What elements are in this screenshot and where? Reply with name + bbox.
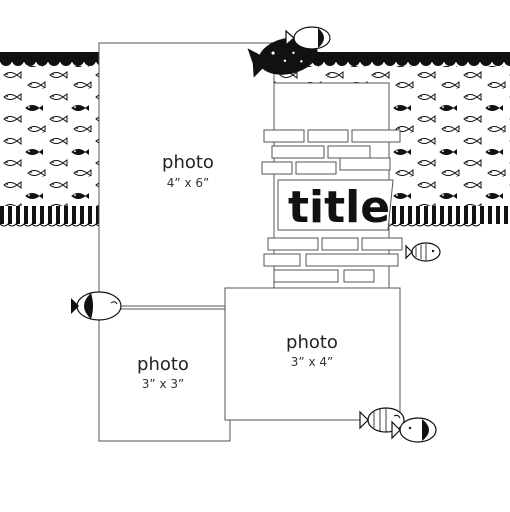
title-text: title — [288, 182, 390, 233]
brick-stack — [261, 129, 403, 283]
photo-3x3-size: 3” x 3” — [142, 377, 184, 391]
photo-3x3-label: photo — [137, 354, 189, 375]
photo-4x6-size: 4” x 6” — [167, 176, 209, 190]
fish-icon — [405, 242, 441, 262]
photo-3x4-label: photo — [286, 332, 338, 353]
photo-3x4-size: 3” x 4” — [291, 355, 333, 369]
photo-4x6-slot[interactable]: photo 4” x 6” — [98, 42, 275, 307]
fish-icon — [71, 291, 122, 321]
fish-icon — [391, 417, 437, 443]
photo-4x6-label: photo — [162, 152, 214, 173]
title-tag[interactable]: title — [277, 179, 394, 233]
photo-3x3-slot[interactable]: photo 3” x 3” — [98, 308, 231, 442]
fish-icon — [285, 26, 331, 50]
photo-3x4-slot[interactable]: photo 3” x 4” — [224, 287, 401, 421]
